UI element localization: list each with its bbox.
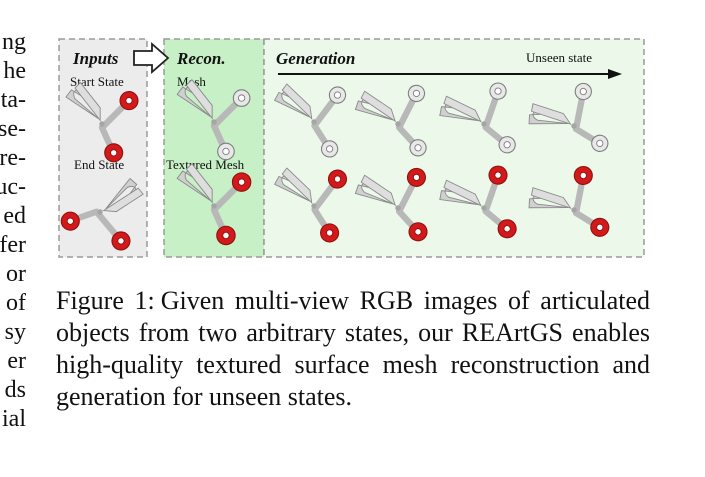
left-column-line: or xyxy=(6,261,26,287)
recon-title: Recon. xyxy=(176,49,226,68)
left-column-line: fer xyxy=(0,232,26,258)
left-column-line: ta- xyxy=(0,87,26,113)
caption-label: Figure 1: xyxy=(56,286,155,315)
left-column-line: ds xyxy=(4,377,26,403)
left-column-line: uc- xyxy=(0,174,26,200)
figure-caption: Figure 1:Given multi-view RGB images of … xyxy=(56,285,650,413)
start-state-label: Start State xyxy=(70,74,124,89)
textured-mesh-label: Textured Mesh xyxy=(166,157,245,172)
figure-1: Inputs Start State End State Recon. Mesh… xyxy=(56,36,646,260)
hollow-right-arrow-icon xyxy=(133,42,170,74)
unseen-state-label: Unseen state xyxy=(526,50,592,65)
left-column-line: ial xyxy=(2,406,26,432)
recon-panel xyxy=(163,38,265,258)
left-column-line: of xyxy=(6,290,26,316)
caption-text: Given multi-view RGB images of articulat… xyxy=(56,286,651,411)
left-column-line: ng xyxy=(2,29,26,55)
left-column-line: sy xyxy=(4,319,26,345)
left-column-line: re- xyxy=(0,145,26,171)
left-column-line: er xyxy=(7,348,26,374)
left-column-line: ed xyxy=(3,203,26,229)
unseen-state-arrowhead-icon xyxy=(608,69,622,79)
left-column-line: se- xyxy=(0,116,26,142)
inputs-title: Inputs xyxy=(72,49,119,68)
left-column-text: ng he ta-se-re-uc-ed fer or of sy er ds ial xyxy=(0,26,38,477)
left-column-line: he xyxy=(3,58,26,84)
generation-title: Generation xyxy=(276,49,355,68)
